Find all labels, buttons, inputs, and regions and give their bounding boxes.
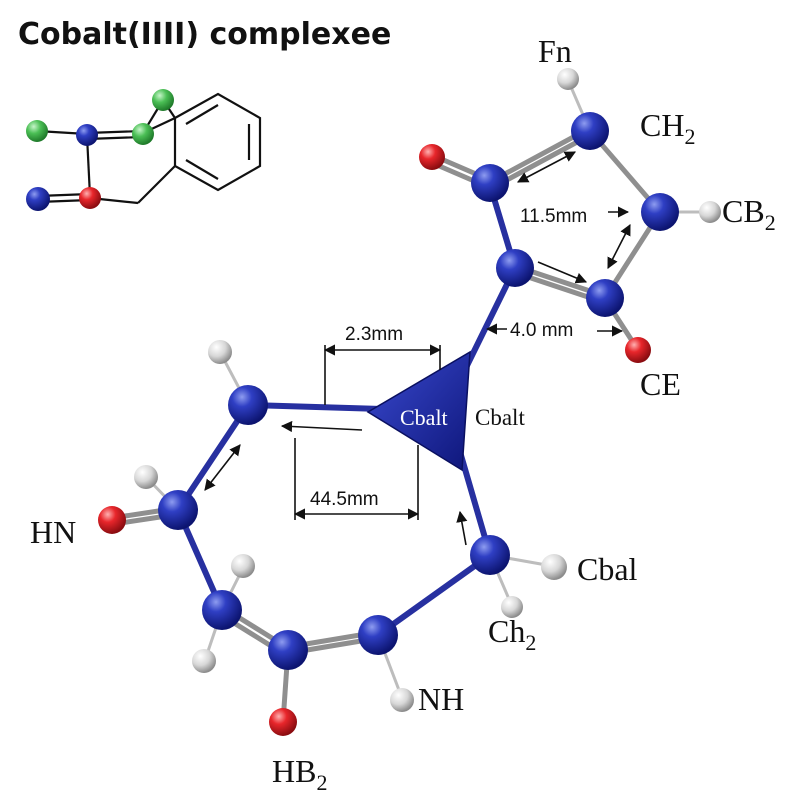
nitrogen-atom (496, 249, 534, 287)
diagram-title: Cobalt(IIII) complexee (18, 17, 391, 52)
chlorine-atom (152, 89, 174, 111)
oxygen-atom (419, 144, 445, 170)
nitrogen-atom (202, 590, 242, 630)
cobalt-side-label: Cbalt (475, 405, 525, 430)
label-ch2-low-sub: 2 (525, 630, 536, 655)
cobalt-center (366, 350, 471, 472)
label-cb2: CB2 (722, 193, 776, 235)
ring-double-bond (185, 159, 219, 180)
dimension-arrow (607, 224, 631, 269)
nitrogen-atom (471, 164, 509, 202)
dimension-label-11-5: 11.5mm (520, 206, 587, 227)
inset-bond (85, 135, 92, 197)
hydrogen-atom (231, 554, 255, 578)
label-cbal: Cbal (577, 551, 638, 587)
nitrogen-atom (358, 615, 398, 655)
dimension-arrow (280, 420, 363, 433)
label-ch2-top-sub: 2 (684, 124, 695, 149)
label-ch2-top: CH2 (640, 107, 695, 149)
dimension-arrow (204, 444, 241, 491)
nitrogen-atom (470, 535, 510, 575)
oxygen-atom (79, 187, 101, 209)
label-fn: Fn (538, 33, 572, 69)
nitrogen-atom (158, 490, 198, 530)
hydrogen-atom (208, 340, 232, 364)
label-ce: CE (640, 366, 681, 402)
label-hb2-sub: 2 (316, 770, 327, 795)
oxygen-atom (269, 708, 297, 736)
dimension-label-2-3: 2.3mm (345, 324, 403, 345)
hydrogen-atom (390, 688, 414, 712)
label-hb2-base: HB (272, 753, 316, 789)
dimension-arrow (537, 261, 588, 284)
hydrogen-atom (192, 649, 216, 673)
oxygen-atom (98, 506, 126, 534)
nitrogen-atom (571, 112, 609, 150)
label-cb2-base: CB (722, 193, 765, 229)
hydrogen-atom (134, 465, 158, 489)
dimension-label-44-5: 44.5mm (310, 489, 379, 510)
skeletal-inset (26, 89, 262, 211)
label-hb2: HB2 (272, 753, 327, 795)
ring-double-bond (185, 104, 219, 125)
dimension-annotations: 2.3mm 44.5mm 11.5mm 4.0 mm (204, 151, 631, 546)
dimension-arrow (517, 151, 576, 183)
oxygen-atom (625, 337, 651, 363)
inset-bond (137, 165, 176, 204)
label-ch2-low-base: Ch (488, 613, 525, 649)
nitrogen-atom (76, 124, 98, 146)
label-cb2-sub: 2 (765, 210, 776, 235)
label-hn: HN (30, 514, 76, 550)
label-nh: NH (418, 681, 464, 717)
label-ch2-low: Ch2 (488, 613, 536, 655)
benzene-ring (173, 92, 262, 192)
hydrogen-atom (541, 554, 567, 580)
cobalt-center-label: Cbalt (400, 405, 448, 430)
hydrogen-atom (501, 596, 523, 618)
nitrogen-atom (228, 385, 268, 425)
bond (375, 552, 493, 638)
chlorine-atom (26, 120, 48, 142)
nitrogen-atom (26, 187, 50, 211)
chlorine-atom (132, 123, 154, 145)
nitrogen-atom (268, 630, 308, 670)
hydrogen-atom (557, 68, 579, 90)
label-ch2-top-base: CH (640, 107, 684, 143)
atom-labels: Fn CH2 CB2 CE HN Cbal Ch2 NH HB2 (30, 33, 776, 795)
nitrogen-atom (641, 193, 679, 231)
dimension-arrow (456, 510, 468, 546)
dimension-label-4-0: 4.0 mm (510, 320, 573, 341)
atoms (98, 68, 721, 736)
hydrogen-atom (699, 201, 721, 223)
nitrogen-atom (586, 279, 624, 317)
